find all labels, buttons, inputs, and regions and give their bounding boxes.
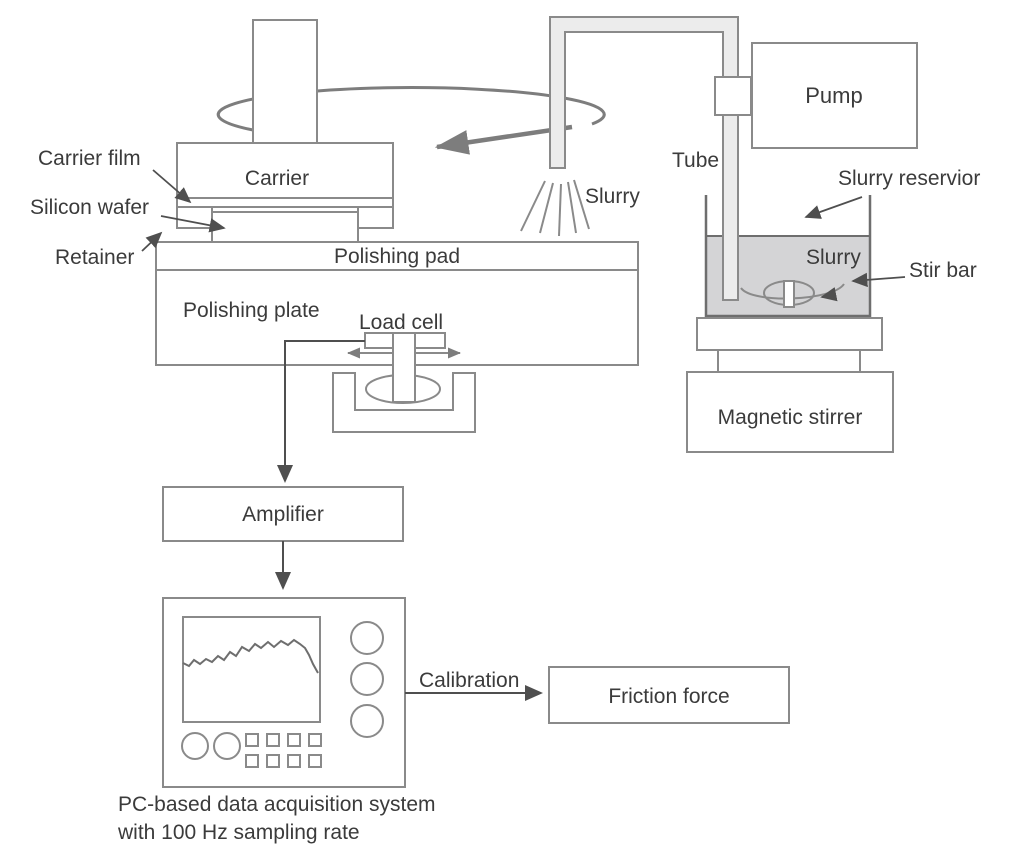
slurry-spray-label: Slurry: [585, 185, 640, 208]
retainer-label: Retainer: [55, 246, 134, 269]
slurry-reservoir-label: Slurry reservior: [838, 167, 980, 190]
stir-bar-shape: [783, 280, 795, 308]
daq-screen: [182, 616, 321, 723]
pump-box: [751, 42, 918, 149]
silicon-wafer-label: Silicon wafer: [30, 196, 149, 219]
stir-rotation-arrowhead: [820, 287, 838, 302]
carrier-shaft: [252, 19, 318, 145]
magnetic-stirrer-label: Magnetic stirrer: [718, 406, 863, 429]
polishing-pad-box: [155, 241, 639, 271]
daq-caption-line2: with 100 Hz sampling rate: [117, 821, 360, 844]
polishing-pad-label: Polishing pad: [334, 245, 460, 268]
silicon-wafer-box: [211, 211, 359, 244]
loadcell-to-amplifier-wire: [277, 340, 365, 483]
stir-bar-label: Stir bar: [909, 259, 977, 282]
load-cell-post: [392, 332, 416, 403]
calibration-label: Calibration: [419, 669, 519, 692]
carrier-box: [176, 142, 394, 199]
carrier-film-label: Carrier film: [38, 147, 141, 170]
slurry-spray-lines: [520, 179, 590, 237]
daq-caption-line1: PC-based data acquisition system: [118, 793, 436, 816]
friction-force-label: Friction force: [608, 685, 729, 708]
rotation-ellipse-arc: [216, 86, 606, 132]
polishing-plate-label: Polishing plate: [183, 299, 320, 322]
daq-unit: [162, 597, 406, 788]
carrier-film-leader: [152, 169, 192, 204]
magnetic-stirrer-box: [686, 371, 894, 453]
load-cell-label: Load cell: [359, 311, 443, 334]
carrier-film-layer: [176, 197, 394, 208]
daq-knob-2: [350, 662, 384, 696]
daq-knob-1: [350, 621, 384, 655]
stirrer-platform: [696, 317, 883, 351]
retainer-right: [357, 206, 394, 229]
slurry-in-beaker-label: Slurry: [806, 246, 861, 269]
daq-waveform: [182, 638, 319, 674]
silicon-wafer-leader: [160, 215, 226, 233]
daq-keypad: [245, 733, 322, 768]
stir-bar-leader: [851, 272, 906, 288]
daq-button-round-1: [181, 732, 209, 760]
friction-force-box: [548, 666, 790, 724]
carrier-label: Carrier: [245, 167, 309, 190]
daq-button-round-2: [213, 732, 241, 760]
pump-label: Pump: [805, 83, 862, 108]
amplifier-label: Amplifier: [242, 503, 324, 526]
daq-knob-3: [350, 704, 384, 738]
retainer-leader: [141, 231, 163, 252]
slurry-reservoir-leader: [804, 196, 863, 219]
load-cell-bracket: [332, 372, 476, 433]
reservoir-beaker: [704, 195, 872, 318]
tube-label: Tube: [672, 149, 719, 172]
pump-connector: [714, 76, 752, 116]
